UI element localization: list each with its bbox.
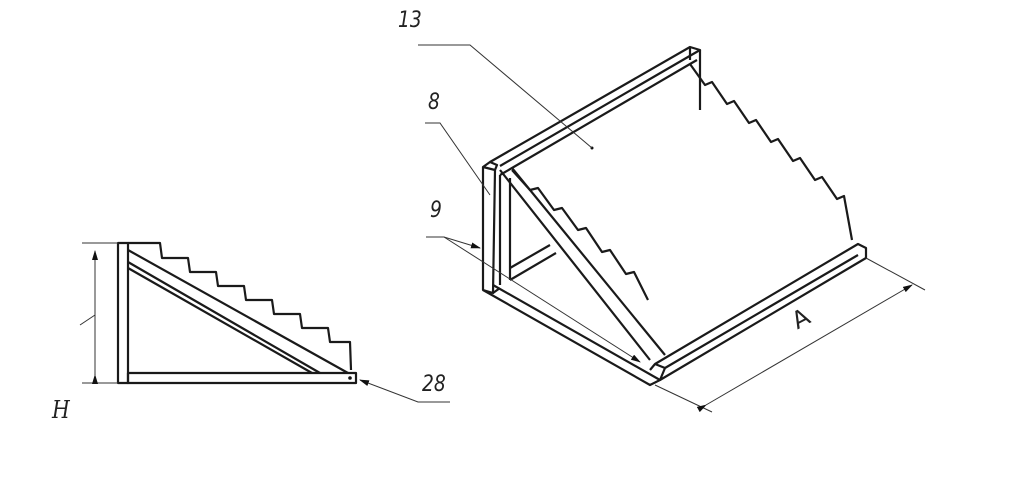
back-right-post — [688, 47, 702, 110]
front-left-post — [481, 160, 499, 295]
leader-28 — [359, 379, 450, 403]
part-label-28: 28 — [422, 372, 446, 397]
bottom-front-rail — [649, 242, 868, 381]
top-rail — [489, 45, 702, 176]
height-leader — [79, 314, 96, 326]
side-post — [116, 241, 130, 385]
stair-slab-edge — [689, 63, 854, 241]
stair-slab-side — [511, 169, 649, 301]
width-extension-lines — [654, 257, 926, 413]
isometric-view — [418, 44, 926, 413]
leader-13 — [418, 44, 593, 149]
part-label-8: 8 — [428, 90, 440, 115]
pivot-point — [348, 376, 352, 380]
lower-rear-rail — [509, 244, 557, 281]
leader-8 — [425, 122, 491, 196]
part-label-13: 13 — [398, 8, 422, 33]
side-bottom-rail — [126, 371, 358, 385]
height-label: H — [52, 396, 70, 424]
width-dimension-line — [696, 284, 913, 413]
side-steps — [128, 241, 353, 371]
side-diagonal-brace — [127, 249, 349, 374]
diagonal-brace — [499, 167, 666, 361]
leader-9b — [443, 236, 641, 363]
inner-left-post — [498, 175, 512, 285]
side-view — [79, 241, 450, 403]
height-extension-lines — [82, 242, 118, 384]
part-label-9: 9 — [430, 198, 442, 223]
bottom-left-rail — [482, 284, 662, 387]
